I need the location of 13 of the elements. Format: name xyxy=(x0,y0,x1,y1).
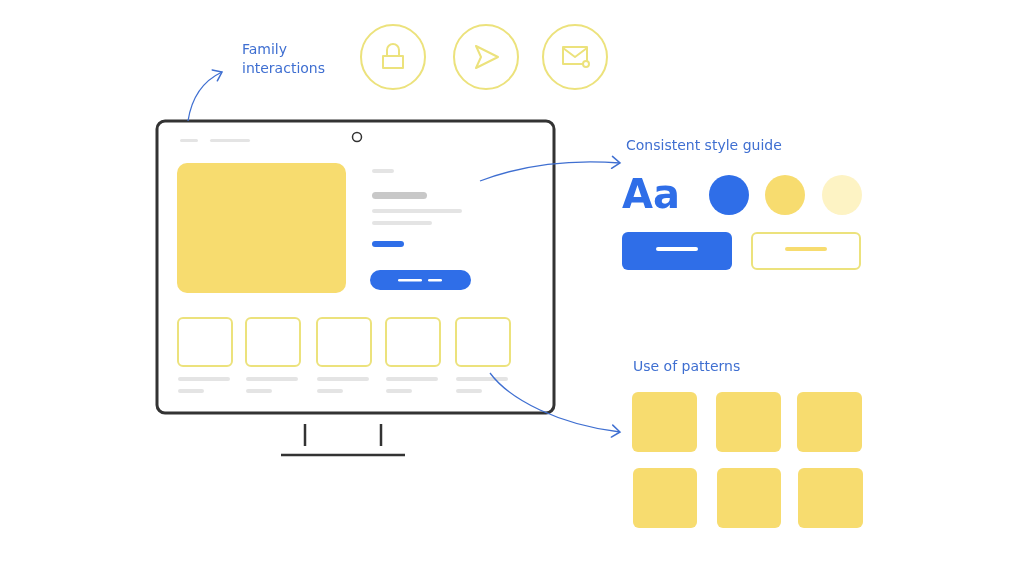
arrow xyxy=(489,372,621,438)
type-sample: Aa xyxy=(622,170,680,218)
pattern-tile xyxy=(798,468,863,528)
pattern-tile xyxy=(633,468,697,528)
callout-heading: Use of patterns xyxy=(633,357,783,376)
pattern-tile xyxy=(632,392,697,452)
arrow xyxy=(187,69,223,122)
callout-heading: Family interactions xyxy=(242,40,352,78)
pattern-tile xyxy=(797,392,862,452)
pattern-tile xyxy=(716,392,781,452)
callout-heading: Consistent style guide xyxy=(626,136,826,155)
pattern-tile xyxy=(717,468,781,528)
arrow xyxy=(479,155,621,182)
